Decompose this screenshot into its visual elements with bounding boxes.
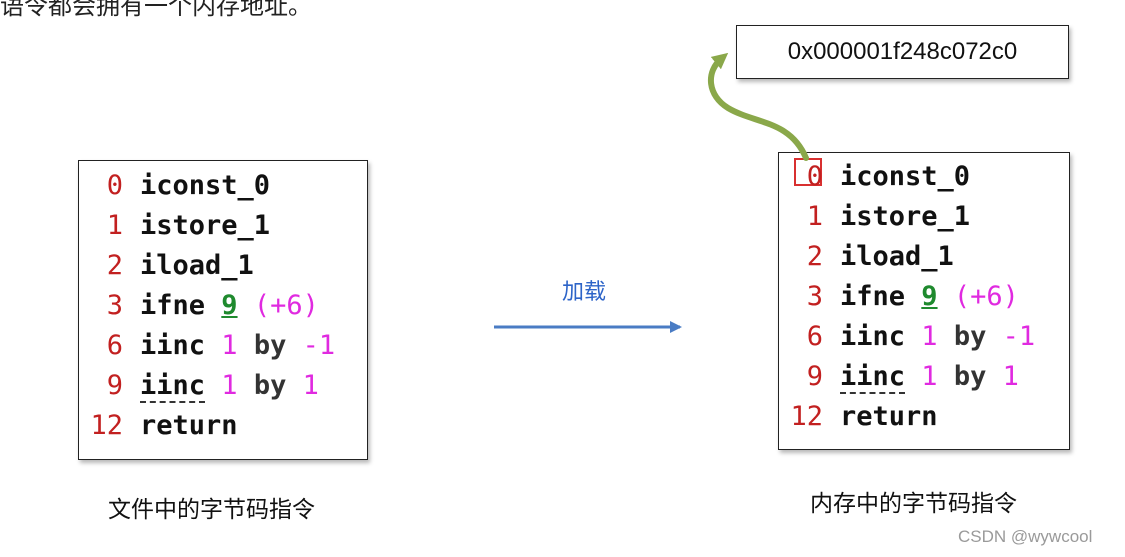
opcode: iload_1 — [840, 241, 954, 272]
watermark: CSDN @wywcool — [958, 527, 1093, 546]
opcode: ifne — [840, 281, 906, 312]
line-number: 2 — [106, 250, 123, 281]
line-number: 6 — [106, 330, 123, 361]
line-number: 0 — [106, 170, 123, 201]
line-number: 12 — [90, 410, 123, 441]
file-bytecode-box: 0 iconst_0 1 istore_1 2 iload_1 3 ifne 9… — [78, 160, 368, 460]
memory-address-box: 0x000001f248c072c0 — [736, 25, 1069, 79]
jump-offset: (+6) — [953, 281, 1019, 312]
jump-target: 9 — [221, 290, 238, 321]
opcode: istore_1 — [840, 201, 971, 232]
operand: 1 — [221, 330, 238, 361]
line-number: 9 — [806, 361, 823, 392]
by-keyword: by — [953, 321, 987, 352]
opcode: return — [840, 401, 938, 432]
operand: -1 — [302, 330, 336, 361]
jump-target: 9 — [921, 281, 938, 312]
line-number: 3 — [806, 281, 823, 312]
opcode: istore_1 — [140, 210, 271, 241]
operand: 1 — [921, 361, 938, 392]
line-number: 3 — [106, 290, 123, 321]
memory-bytecode-caption: 内存中的字节码指令 — [810, 491, 1017, 517]
operand: -1 — [1002, 321, 1036, 352]
line-number: 1 — [106, 210, 123, 241]
operand: 1 — [1002, 361, 1019, 392]
load-label: 加载 — [562, 280, 607, 305]
operand: 1 — [921, 321, 938, 352]
by-keyword: by — [253, 330, 287, 361]
jump-offset: (+6) — [253, 290, 319, 321]
line-number: 2 — [806, 241, 823, 272]
opcode: iinc — [840, 321, 906, 352]
opcode: iconst_0 — [840, 161, 971, 192]
pointer-arrow — [707, 52, 809, 161]
opcode: iinc — [840, 361, 906, 394]
opcode: iconst_0 — [140, 170, 271, 201]
line-number: 9 — [106, 370, 123, 401]
opcode: iinc — [140, 370, 206, 403]
opcode: iload_1 — [140, 250, 254, 281]
operand: 1 — [221, 370, 238, 401]
memory-bytecode-box: 0 iconst_0 1 istore_1 2 iload_1 3 ifne 9… — [778, 152, 1070, 450]
line-number: 1 — [806, 201, 823, 232]
by-keyword: by — [253, 370, 287, 401]
operand: 1 — [302, 370, 319, 401]
opcode: iinc — [140, 330, 206, 361]
file-bytecode-caption: 文件中的字节码指令 — [108, 497, 315, 523]
by-keyword: by — [953, 361, 987, 392]
line-number: 12 — [790, 401, 823, 432]
line-number: 0 — [806, 161, 823, 192]
opcode: return — [140, 410, 238, 441]
line-number: 6 — [806, 321, 823, 352]
memory-address: 0x000001f248c072c0 — [787, 38, 1018, 65]
top-text: 语令都会拥有一个内存地址。 — [0, 0, 312, 20]
opcode: ifne — [140, 290, 206, 321]
